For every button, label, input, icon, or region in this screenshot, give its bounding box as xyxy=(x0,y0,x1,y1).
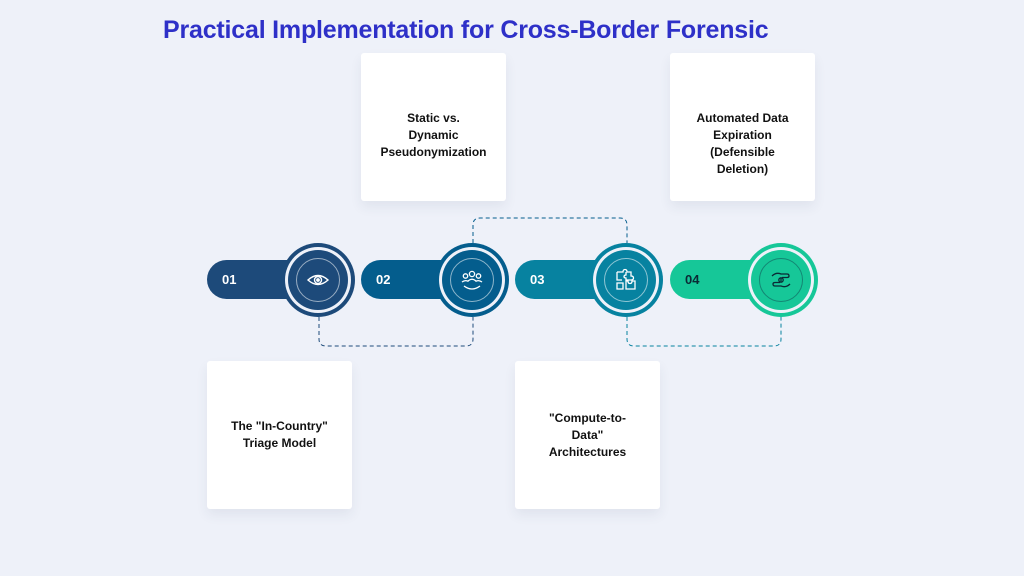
people-group-icon xyxy=(461,270,483,290)
connector-02-03 xyxy=(472,217,628,243)
step-ring-04 xyxy=(744,243,818,317)
step-card-04: Automated Data Expiration (Defensible De… xyxy=(670,53,815,201)
eye-icon xyxy=(306,274,330,286)
page-title: Practical Implementation for Cross-Borde… xyxy=(163,16,769,44)
step-card-02: Static vs. Dynamic Pseudonymization xyxy=(361,53,506,201)
connector-03-04 xyxy=(626,317,782,347)
step-card-01: The "In-Country" Triage Model xyxy=(207,361,352,509)
step-label-02: Static vs. Dynamic Pseudonymization xyxy=(380,111,487,159)
step-number-03: 03 xyxy=(530,272,545,287)
hand-money-icon xyxy=(771,272,791,288)
step-ring-03 xyxy=(589,243,663,317)
step-label-01: The "In-Country" Triage Model xyxy=(231,419,328,450)
puzzle-icon xyxy=(616,268,636,290)
step-label-04: Automated Data Expiration (Defensible De… xyxy=(696,111,789,176)
step-label-03: "Compute-to-Data" Architectures xyxy=(548,410,627,459)
connector-01-02 xyxy=(318,317,474,347)
step-number-01: 01 xyxy=(222,272,237,287)
step-ring-01 xyxy=(281,243,355,317)
step-card-03: "Compute-to-Data" Architectures xyxy=(515,361,660,509)
step-ring-02 xyxy=(435,243,509,317)
step-number-04: 04 xyxy=(685,272,700,287)
step-number-02: 02 xyxy=(376,272,391,287)
